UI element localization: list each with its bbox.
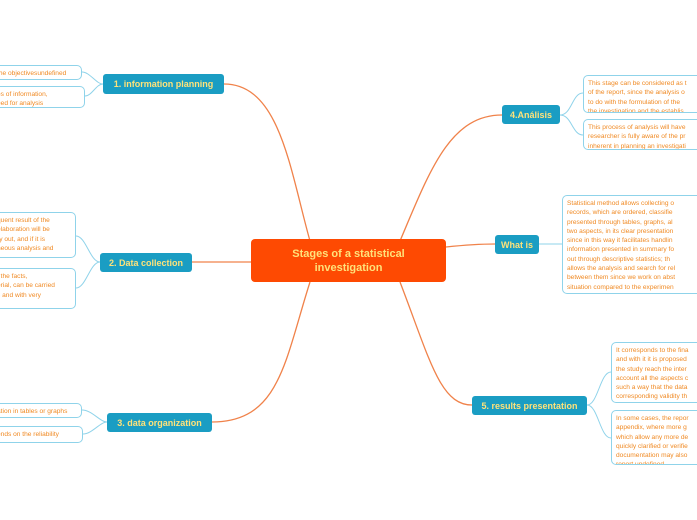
link-results <box>399 281 473 406</box>
branch-analysis[interactable]: 4.Análisis <box>502 105 560 124</box>
central-topic[interactable]: Stages of a statistical investigation <box>251 239 446 282</box>
link-analysis <box>399 114 503 242</box>
link-whatis <box>445 243 496 248</box>
link-collection-note-1 <box>75 235 101 263</box>
link-planning <box>223 83 311 242</box>
link-organization <box>211 281 311 423</box>
link-analysis-note-1 <box>559 92 584 116</box>
branch-data-organization[interactable]: 3. data organization <box>107 413 212 432</box>
branch-what-is[interactable]: What is <box>495 235 539 254</box>
link-results-note-1 <box>586 371 612 406</box>
collection-note-2[interactable]: f the facts, erial, can be carried s and… <box>0 268 76 309</box>
planning-note-2[interactable]: es of information, eed for analysis <box>0 86 85 108</box>
collection-note-1[interactable]: quent result of the elaboration will be … <box>0 212 76 258</box>
planning-note-1[interactable]: the objectivesundefined <box>0 65 82 80</box>
branch-data-collection[interactable]: 2. Data collection <box>100 253 192 272</box>
link-results-note-2 <box>586 404 612 439</box>
link-collection-note-2 <box>75 261 101 289</box>
organization-note-1[interactable]: ation in tables or graphs <box>0 403 82 418</box>
branch-information-planning[interactable]: 1. information planning <box>103 74 224 94</box>
organization-note-2[interactable]: ends on the reliability <box>0 426 83 443</box>
link-organization-note-2 <box>82 421 108 435</box>
link-planning-note-2 <box>84 83 104 97</box>
results-note-2[interactable]: In some cases, the repor appendix, where… <box>611 410 697 465</box>
branch-results-presentation[interactable]: 5. results presentation <box>472 396 587 415</box>
analysis-note-1[interactable]: This stage can be considered as t of the… <box>583 75 697 113</box>
link-analysis-note-2 <box>559 114 584 136</box>
analysis-note-2[interactable]: This process of analysis will have resea… <box>583 119 697 150</box>
link-planning-note-1 <box>81 71 104 85</box>
whatis-note-1[interactable]: Statistical method allows collecting o r… <box>562 195 697 294</box>
results-note-1[interactable]: It corresponds to the fina and with it i… <box>611 342 697 403</box>
link-organization-note-1 <box>81 409 108 423</box>
